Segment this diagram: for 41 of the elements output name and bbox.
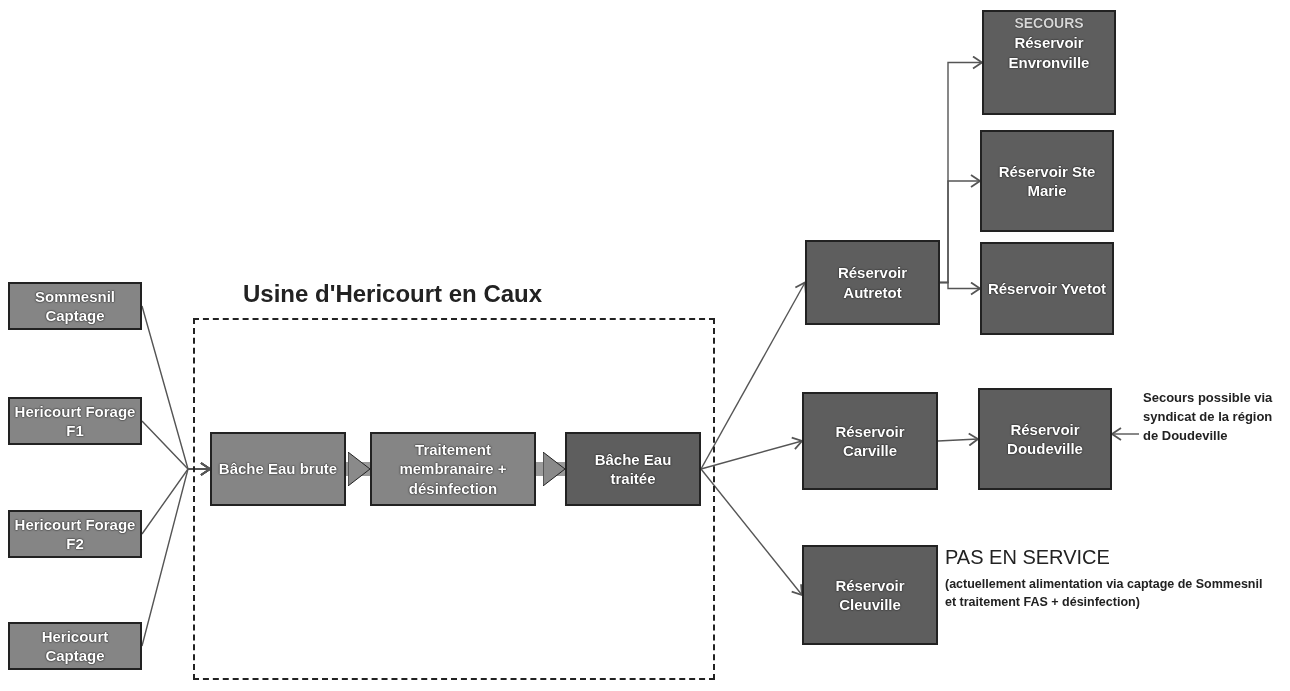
box-label: Réservoir Envronville <box>1007 33 1091 73</box>
reservoir-box <box>565 432 701 506</box>
box-label: Réservoir Ste Marie <box>997 161 1097 201</box>
box-label: Réservoir Cleuville <box>834 575 906 615</box>
box-label: Réservoir Autretot <box>836 263 909 302</box>
box-label: Réservoir Doudeville <box>1006 419 1084 459</box>
reservoir-box <box>802 392 938 490</box>
box-label: Traitement membranaire + désinfection <box>398 439 508 499</box>
box-label: Bâche Eau brute <box>218 459 338 479</box>
arrow <box>700 281 807 470</box>
process-box <box>8 622 142 670</box>
block-arrow <box>346 451 371 487</box>
box-label: Hericourt Captage <box>40 626 110 666</box>
arrow <box>1111 427 1140 441</box>
process-box <box>8 510 142 558</box>
reservoir-box <box>802 545 938 645</box>
box-label: Réservoir Yvetot <box>987 278 1107 299</box>
box-label: Bâche Eau traitée <box>593 449 673 489</box>
reservoir-box <box>805 240 940 325</box>
group-title: Usine d'Hericourt en Caux <box>243 280 543 308</box>
box-label: Réservoir Carville <box>834 421 906 461</box>
note-text: Secours possible via syndicat de la région de Doudeville <box>1143 390 1273 444</box>
status-text: PAS EN SERVICE <box>945 546 1110 569</box>
box-label: Hericourt Forage F2 <box>14 514 136 554</box>
arrow <box>939 281 981 296</box>
reservoir-box <box>980 130 1114 232</box>
reservoir-box <box>980 242 1114 335</box>
arrow <box>700 468 803 596</box>
box-label: Hericourt Forage F1 <box>14 401 136 441</box>
process-box <box>210 432 346 506</box>
block-arrow <box>536 451 566 487</box>
box-heading: SECOURS <box>1014 16 1084 32</box>
process-box <box>8 397 142 445</box>
reservoir-box <box>982 10 1116 115</box>
reservoir-box <box>978 388 1112 490</box>
arrow <box>937 432 979 447</box>
box-label: Sommesnil Captage <box>34 286 116 326</box>
note-text: (actuellement alimentation via captage de Sommesnil et traitement FAS + désinfection) <box>945 576 1264 612</box>
process-box <box>370 432 536 506</box>
process-box <box>8 282 142 330</box>
arrow <box>700 436 803 470</box>
